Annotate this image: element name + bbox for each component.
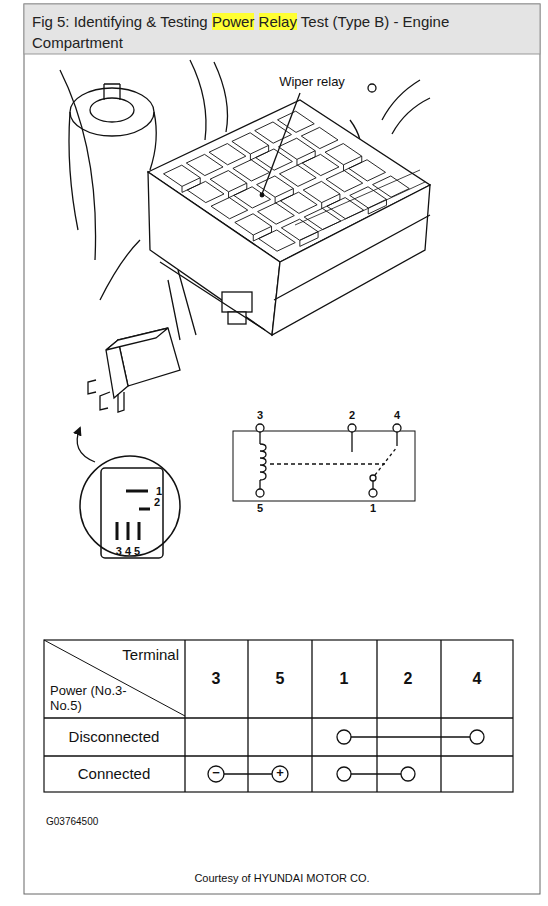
relay-schematic <box>233 431 415 501</box>
leader-line <box>260 193 264 197</box>
terminal-number: 5 <box>257 502 263 515</box>
engine-bay-illustration <box>228 312 246 324</box>
pin-view-circle <box>80 456 180 558</box>
frame <box>24 4 540 894</box>
test-table <box>185 640 441 792</box>
pin-view-circle <box>117 491 150 540</box>
relay-schematic <box>370 475 376 481</box>
terminal-number: 3 <box>257 409 263 422</box>
test-table <box>44 640 185 716</box>
engine-bay-illustration <box>90 98 134 122</box>
figure-title: Fig 5: Identifying & Testing Power Relay… <box>32 11 532 53</box>
polarity-sign: − <box>212 766 220 781</box>
engine-bay-illustration <box>368 84 376 92</box>
test-table <box>44 718 513 756</box>
relay-schematic <box>260 444 266 480</box>
frame <box>24 4 540 894</box>
leader-line <box>260 93 300 197</box>
engine-bay-illustration <box>382 80 430 134</box>
engine-bay-illustration <box>349 160 386 181</box>
test-table <box>44 640 513 792</box>
polarity-sign: + <box>276 766 284 781</box>
engine-bay-illustration <box>344 156 362 171</box>
continuity-marks <box>351 736 470 737</box>
continuity-marks <box>272 766 288 782</box>
table-cell: 4 <box>473 670 482 688</box>
table-header: Power (No.3-No.5) <box>50 684 150 714</box>
pin-number: 2 <box>154 496 160 509</box>
table-cell: 1 <box>340 670 349 688</box>
part-label: Wiper relay <box>279 75 345 90</box>
engine-bay-illustration <box>164 111 410 251</box>
credit-line: Courtesy of HYUNDAI MOTOR CO. <box>194 872 369 885</box>
continuity-marks <box>337 767 351 781</box>
engine-bay-illustration <box>373 176 410 197</box>
frame <box>24 4 540 54</box>
engine-bay-illustration <box>168 270 196 340</box>
table-cell: 3 <box>212 670 221 688</box>
relay-schematic <box>393 424 401 432</box>
relay-icon <box>106 328 168 350</box>
table-cell: 2 <box>404 670 413 688</box>
pin-view-circle <box>101 468 163 558</box>
terminal-number: 4 <box>394 409 400 422</box>
table-cell: Disconnected <box>69 728 160 745</box>
relay-schematic <box>270 463 385 464</box>
engine-bay-illustration <box>160 215 430 330</box>
pin-view-circle <box>80 456 180 556</box>
continuity-marks <box>401 767 415 781</box>
pin-number: 3 4 5 <box>116 545 140 558</box>
engine-bay-illustration <box>275 189 293 204</box>
engine-bay-illustration <box>190 60 228 140</box>
continuity-marks <box>337 730 351 744</box>
test-table <box>44 640 513 792</box>
engine-bay-illustration <box>104 84 120 100</box>
continuity-marks <box>224 773 272 774</box>
engine-bay-illustration <box>250 145 268 160</box>
pin-number: 1 <box>156 485 162 498</box>
engine-bay-illustration <box>272 185 430 335</box>
leader-line <box>262 93 300 194</box>
relay-schematic <box>233 424 415 501</box>
relay-schematic <box>256 424 264 432</box>
engine-bay-illustration <box>325 144 362 165</box>
engine-bay-illustration <box>60 70 140 300</box>
continuity-marks <box>208 766 224 782</box>
engine-bay-illustration <box>229 183 247 198</box>
table-cell: 5 <box>276 670 285 688</box>
engine-bay-illustration <box>222 292 252 312</box>
relay-icon <box>77 428 95 462</box>
table-cell: Connected <box>78 765 151 782</box>
engine-bay-illustration <box>60 60 430 340</box>
terminal-number: 1 <box>370 502 376 515</box>
engine-bay-illustration <box>301 127 338 148</box>
relay-icon <box>77 328 180 462</box>
continuity-marks <box>208 730 484 782</box>
relay-schematic <box>375 447 397 475</box>
figure-code: G03764500 <box>46 816 98 828</box>
continuity-marks <box>470 730 484 744</box>
engine-bay-illustration <box>295 170 425 240</box>
continuity-marks <box>351 773 401 774</box>
engine-bay-illustration <box>148 172 280 335</box>
relay-icon <box>88 380 124 412</box>
relay-schematic <box>348 424 356 432</box>
table-header: Terminal <box>122 646 179 663</box>
relay-schematic <box>369 489 377 497</box>
engine-bay-illustration <box>297 151 315 166</box>
terminal-number: 2 <box>349 409 355 422</box>
relay-schematic <box>256 489 264 497</box>
relay-schematic <box>352 432 397 489</box>
engine-bay-illustration <box>182 178 200 193</box>
engine-bay-illustration <box>278 111 315 132</box>
engine-bay-illustration <box>253 226 271 241</box>
